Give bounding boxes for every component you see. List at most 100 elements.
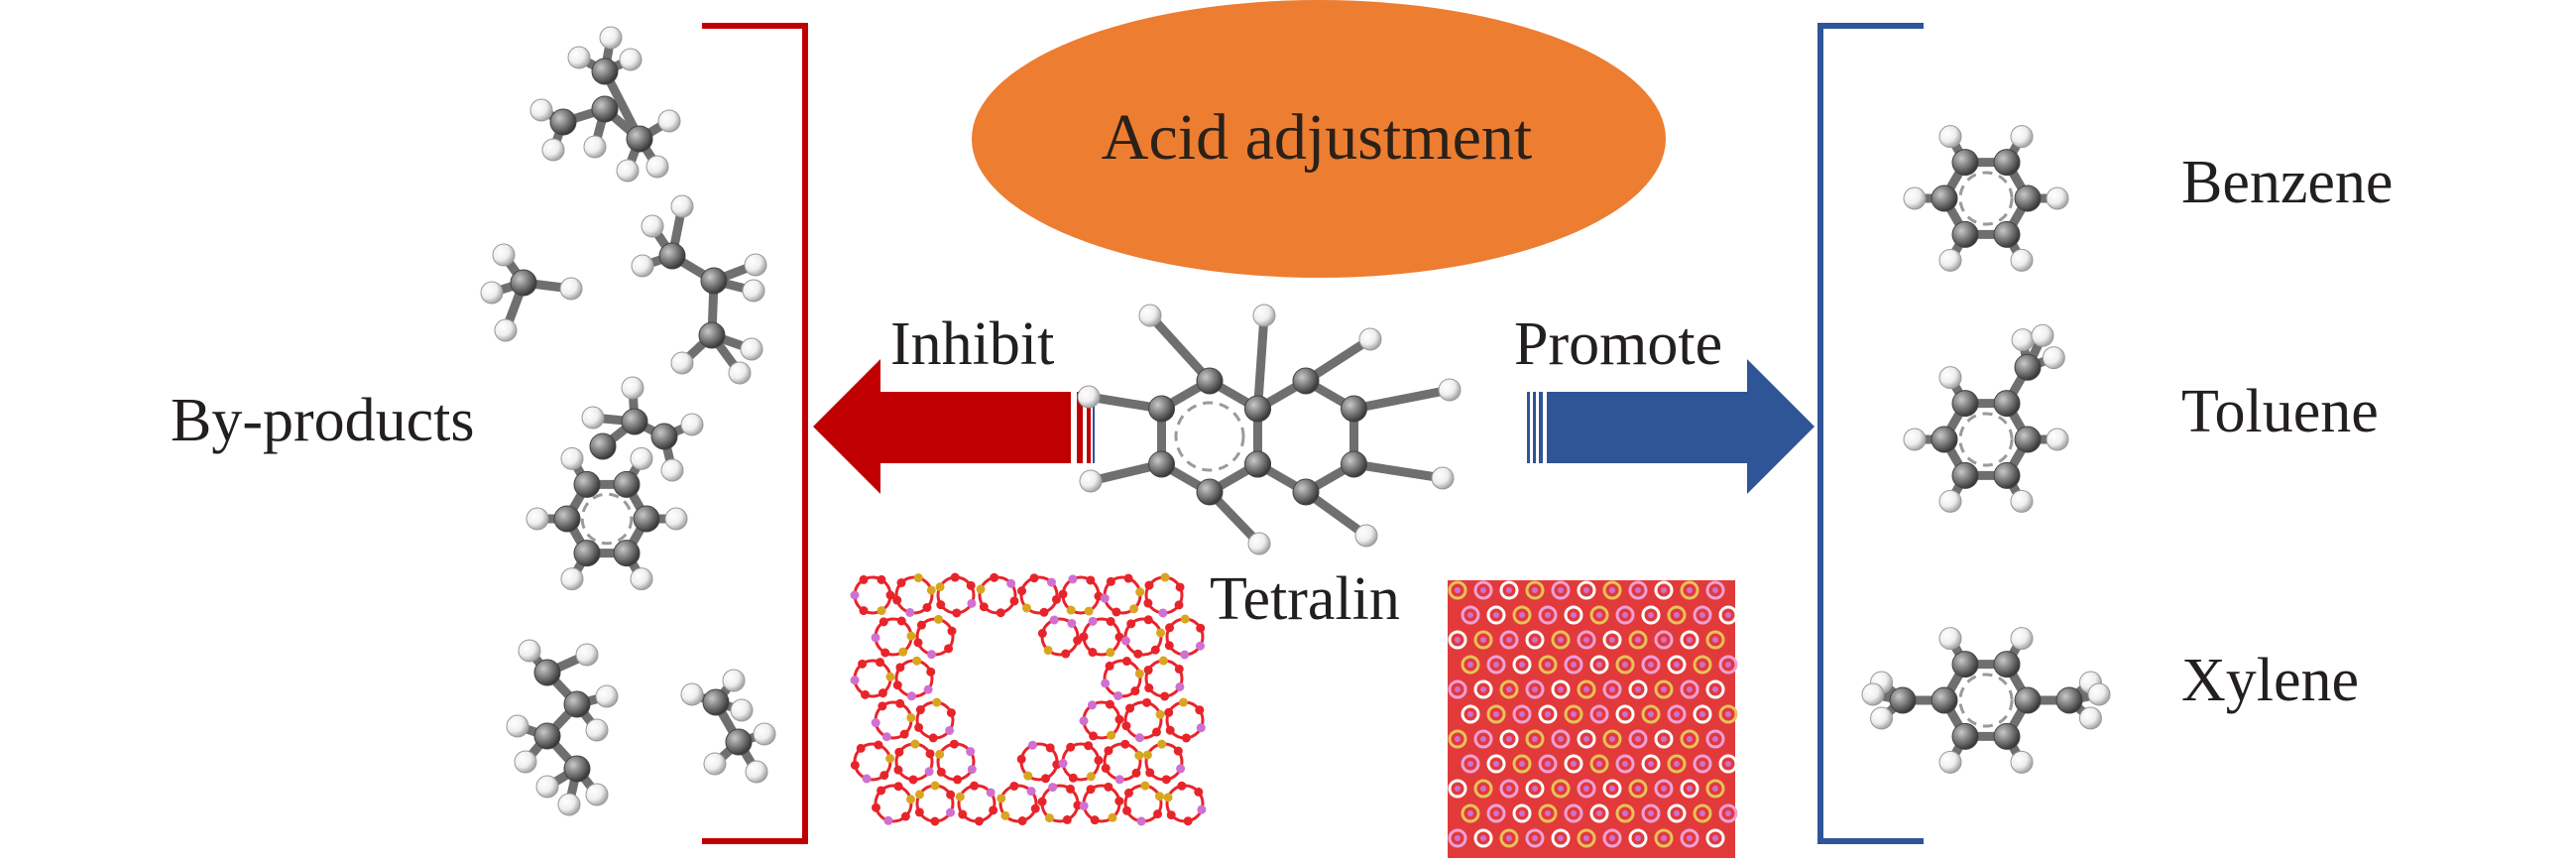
zeolite-atom (1144, 580, 1154, 590)
zeolite-atom (1155, 709, 1165, 719)
hydrogen-atom (2042, 346, 2065, 370)
zeolite-cell (1473, 779, 1493, 799)
butane-molecule-icon (506, 639, 619, 816)
zeolite-atom (967, 598, 977, 608)
zeolite-cell (1602, 630, 1622, 650)
zeolite-atom (1157, 739, 1167, 749)
zeolite-atom (1175, 681, 1185, 691)
xylene-molecule-icon (1861, 627, 2111, 774)
zeolite-atom (1051, 594, 1061, 604)
hydrogen-atom (1438, 378, 1462, 402)
zeolite-atom (1105, 699, 1114, 709)
zeolite-atom (1125, 703, 1135, 713)
hydrogen-atom (1938, 248, 1962, 272)
zeolite-atom (910, 739, 920, 749)
zeolite-atom (927, 650, 937, 660)
zeolite-cell (1461, 655, 1480, 675)
zeolite-atom (880, 648, 890, 658)
zeolite-cell (1705, 679, 1725, 699)
zeolite-atom (1609, 637, 1615, 643)
zeolite-cell (1448, 580, 1467, 600)
carbon-atom (573, 540, 601, 567)
zeolite-cell (1615, 754, 1635, 774)
zeolite-atom (1106, 616, 1115, 626)
zeolite-cell (1512, 655, 1532, 675)
zeolite-atom (1150, 645, 1160, 655)
tetralin-label: Tetralin (1210, 565, 1400, 633)
zeolite-atom (1143, 615, 1153, 625)
zeolite-atom (899, 729, 909, 739)
zeolite-atom (1661, 835, 1667, 841)
zeolite-atom (1609, 736, 1615, 742)
carbon-atom (563, 690, 591, 718)
zeolite-cell (1448, 630, 1467, 650)
zeolite-atom (1687, 736, 1693, 742)
zeolite-cell (1602, 828, 1622, 848)
carbon-atom (1951, 651, 1979, 678)
zeolite-atom (850, 590, 860, 600)
zeolite-atom (947, 626, 957, 636)
zeolite-atom (1144, 683, 1154, 693)
carbon-atom (533, 659, 561, 686)
hydrogen-atom (2010, 248, 2034, 272)
zeolite-cell (1448, 679, 1467, 699)
zeolite-cell (1525, 828, 1545, 848)
zeolite-atom (1086, 785, 1096, 795)
zeolite-cell (1564, 655, 1583, 675)
aromatic-ring-dash (1958, 673, 2014, 728)
carbon-atom (700, 267, 728, 295)
zeolite-cell (1564, 803, 1583, 823)
zeolite-cell (1628, 679, 1648, 699)
zeolite-atom (1558, 637, 1564, 643)
zeolite-atom (1699, 810, 1705, 816)
hydrogen-atom (2031, 323, 2054, 347)
zeolite-atom (1195, 705, 1205, 715)
zeolite-cell (1538, 803, 1558, 823)
hydrogen-atom (657, 109, 681, 133)
zeolite-cell (1693, 704, 1712, 724)
zeolite-cell (1551, 729, 1571, 749)
zeolite-atom (893, 782, 903, 792)
zeolite-atom (970, 781, 980, 791)
zeolite-atom (1622, 612, 1628, 618)
zeolite-atom (1027, 740, 1037, 750)
zeolite-cell (1667, 803, 1687, 823)
zeolite-atom (1725, 662, 1731, 668)
hydrogen-atom (559, 277, 583, 301)
zeolite-cell (1641, 754, 1661, 774)
zeolite-atom (946, 790, 956, 800)
zeolite-atom (1044, 813, 1054, 823)
zeolite-atom (1009, 596, 1019, 606)
zeolite-cell (1705, 580, 1725, 600)
zeolite-atom (892, 595, 902, 605)
zeolite-atom (906, 631, 916, 641)
carbon-atom (1244, 395, 1272, 423)
zeolite-atom (915, 705, 925, 715)
zeolite-atom (883, 815, 893, 825)
zeolite-cell (1667, 605, 1687, 625)
zeolite-atom (1066, 742, 1076, 752)
zeolite-cell (1693, 754, 1712, 774)
hydrogen-atom (1903, 428, 1927, 451)
zeolite-atom (1086, 575, 1096, 585)
zeolite-cell (1499, 779, 1519, 799)
zeolite-cell (1628, 580, 1648, 600)
zeolite-atom (1571, 761, 1577, 767)
zeolite-atom (924, 767, 934, 777)
zeolite-atom (875, 658, 884, 668)
zeolite-atom (1158, 656, 1168, 666)
zeolite-cell (1615, 704, 1635, 724)
zeolite-atom (1120, 739, 1130, 749)
zeolite-atom (856, 743, 866, 753)
aromatic-ring-dash (580, 492, 634, 546)
zeolite-cell (1705, 630, 1725, 650)
zeolite-atom (1029, 573, 1039, 583)
hydrogen-atom (2010, 627, 2034, 651)
carbon-atom (633, 505, 660, 533)
hydrogen-atom (514, 750, 537, 774)
zeolite-atom (989, 805, 998, 815)
zeolite-atom (1545, 810, 1551, 816)
zeolite-cell (1473, 828, 1493, 848)
zeolite-atom (1609, 587, 1615, 593)
